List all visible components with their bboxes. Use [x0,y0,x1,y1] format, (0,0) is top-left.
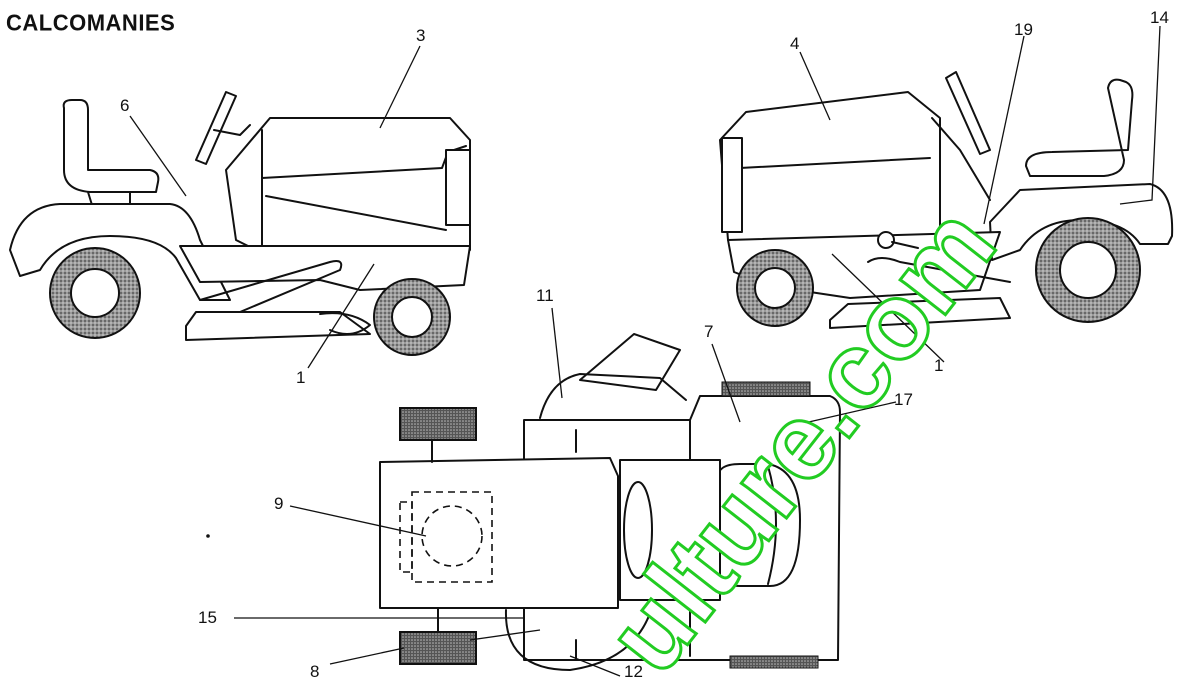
leader-lines [129,25,1161,677]
callout-15: 15 [198,608,217,627]
callout-6: 6 [120,96,130,115]
callout-1-left: 1 [296,368,306,387]
right-side-view [719,71,1174,329]
top-view [379,333,841,671]
callout-1-right: 1 [934,356,944,375]
page-title: CALCOMANIES [6,9,176,36]
callout-9: 9 [274,494,284,513]
callout-14: 14 [1150,8,1169,27]
callout-4: 4 [790,34,800,53]
callout-11: 11 [536,286,554,305]
left-side-view [9,91,471,356]
callout-17: 17 [894,390,913,409]
callout-8: 8 [310,662,320,681]
callout-12: 12 [624,662,643,681]
callout-19: 19 [1014,20,1033,39]
callout-3: 3 [416,26,426,45]
callout-7: 7 [704,322,714,341]
